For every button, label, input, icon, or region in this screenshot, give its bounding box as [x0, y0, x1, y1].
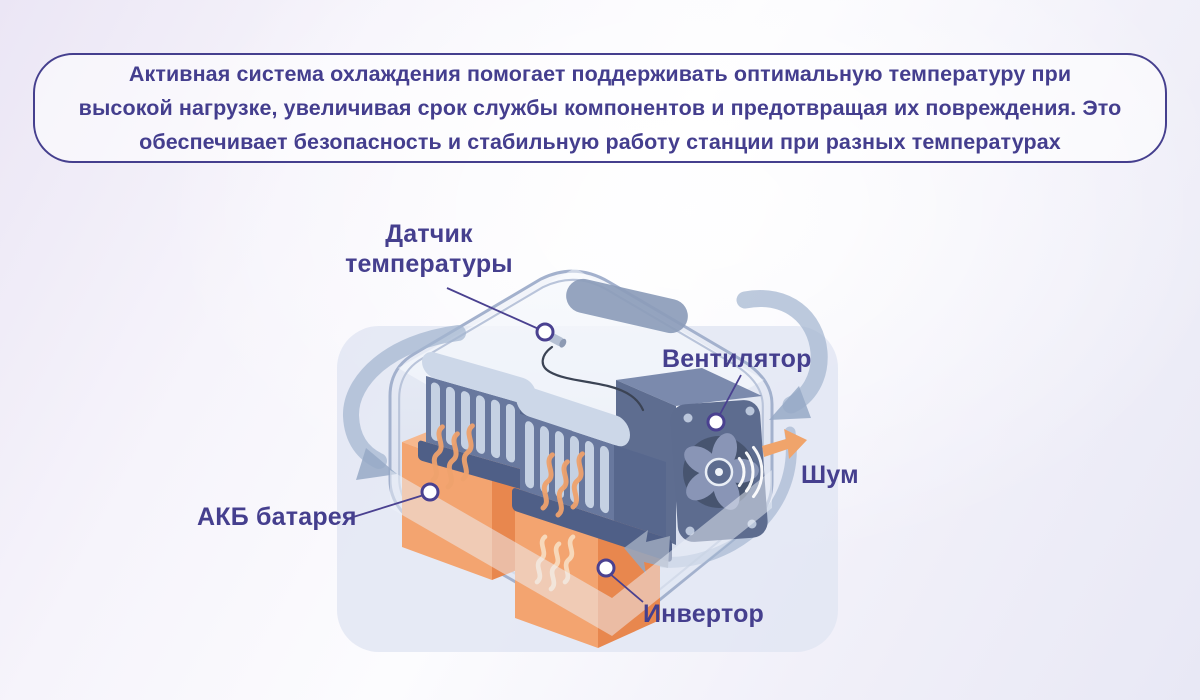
fan-hub-dot: [715, 468, 723, 476]
case-handle-slot: [566, 278, 688, 334]
sensor-wire: [541, 345, 645, 412]
noise-waves: [737, 445, 764, 499]
fan-label: Вентилятор: [662, 345, 812, 373]
inverter-marker-dot: [596, 558, 616, 578]
inverter-leader-line: [608, 572, 644, 603]
sensor-label: Датчик температуры: [345, 220, 513, 278]
callout-markers: [420, 322, 726, 578]
noise-label: Шум: [801, 461, 859, 489]
battery-label: АКБ батарея: [197, 503, 357, 531]
fan-unit: [616, 368, 768, 545]
fan-marker-dot: [706, 412, 726, 432]
leader-lines: [349, 287, 742, 603]
description-text: Активная система охлаждения помогает под…: [78, 62, 1122, 154]
battery-leader-line: [349, 493, 428, 519]
airflow-swirl-left: [342, 325, 466, 480]
fan-body-top: [616, 368, 762, 406]
case-frost-overlay: [390, 470, 772, 636]
exhaust-arrow: [762, 429, 807, 459]
sensor-marker-dot: [535, 322, 555, 342]
airflow-swirl-right-top: [736, 290, 828, 420]
inverter-label: Инвертор: [643, 600, 765, 628]
sensor-leader-line: [446, 287, 542, 331]
fan-leader-line: [717, 374, 742, 419]
description-banner: Активная система охлаждения помогает под…: [33, 53, 1167, 163]
battery-marker-dot: [420, 482, 440, 502]
